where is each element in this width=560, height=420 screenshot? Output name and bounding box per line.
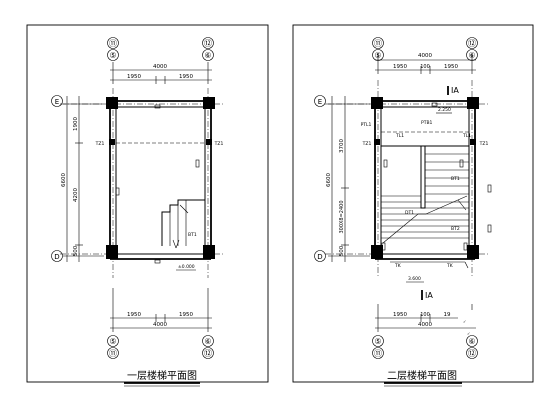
right-grid-side: E D [314, 95, 326, 262]
grid-bubble-label: ⑪ [374, 349, 382, 358]
right-top-dimension: 4000 1950 100 1950 [375, 53, 476, 74]
left-plan-title: 一层楼梯平面图 [127, 369, 197, 382]
landing-elevation: 2.250 [438, 107, 451, 113]
left-top-dimension: 4000 1950 1950 [110, 62, 212, 84]
svg-text:✓: ✓ [463, 319, 466, 324]
grid-bubble-label: ⑫ [468, 349, 476, 358]
grid-bubble-label: ⑫ [204, 39, 212, 48]
dimension-label: 1950 [127, 74, 141, 80]
dimension-label: 4000 [153, 64, 167, 70]
dimension-label: 500 [339, 245, 345, 256]
right-bottom-dimension: 1950 100 19 4000 ✓ ✓ [375, 304, 476, 336]
column-label: TZ1 [214, 141, 224, 147]
grid-bubble-label: ⑤ [374, 337, 381, 346]
grid-bubble-label: ⑥ [204, 51, 211, 60]
grid-bubble-label: D [317, 253, 322, 261]
flight-label: DT1 [405, 210, 414, 216]
grid-bubble-label: ⑤ [109, 337, 116, 346]
section-mark: IA [425, 291, 433, 300]
flight-label: BT1 [188, 232, 197, 238]
grid-bubble-label: ⑥ [204, 337, 211, 346]
dimension-label: 100 [420, 312, 430, 318]
right-plan: ⑪ ⑤ ⑫ ⑥ 4000 1950 100 1950 IA [292, 24, 534, 387]
dimension-label: 4200 [73, 188, 79, 202]
floor-elevation: 3.600 [408, 276, 421, 282]
grid-bubble-label: ⑪ [374, 39, 382, 48]
grid-bubble-label: D [54, 253, 59, 261]
dimension-label: 19 [444, 312, 451, 318]
dimension-label: 6600 [61, 173, 67, 187]
grid-bubble-label: ⑥ [468, 337, 475, 346]
left-plan: ⑪ ⑤ ⑫ ⑥ 4000 1950 1950 E D [26, 24, 269, 387]
right-stairs [381, 145, 469, 244]
dimension-label: 1950 [444, 64, 458, 70]
plate-label: PTB1 [421, 120, 433, 126]
left-columns [106, 97, 215, 259]
tk-label: TK [394, 263, 402, 269]
column-label: TZ1 [95, 141, 105, 147]
grid-bubble-label: ⑫ [468, 39, 476, 48]
left-bottom-dimension: 1950 1950 4000 [110, 288, 212, 332]
left-side-dimension: 6600 1900 4200 500 [61, 96, 104, 262]
dimension-label: 6600 [326, 173, 332, 187]
left-frame [26, 24, 269, 383]
flight-label: BT1 [451, 176, 460, 182]
column-label: TZ1 [479, 141, 489, 147]
dimension-label: 3700 [339, 139, 345, 153]
dimension-label: 4000 [418, 322, 432, 328]
grid-bubble-label: E [55, 98, 59, 106]
beam-label: TL1 [462, 133, 471, 139]
column-label: TZ1 [362, 141, 372, 147]
dimension-label: 500 [73, 245, 79, 256]
left-grid-top: ⑪ ⑤ ⑫ ⑥ [107, 37, 214, 61]
grid-bubble-label: ⑪ [109, 349, 117, 358]
beam-label: PTL1 [361, 122, 372, 128]
grid-bubble-label: E [318, 98, 322, 106]
dimension-label: 300X8=2400 [339, 200, 345, 233]
right-side-dimension: 6600 3700 300X8=2400 500 [326, 96, 370, 262]
left-grid-side: E D [51, 95, 63, 262]
left-walls [109, 100, 212, 260]
dimension-label: 4000 [418, 53, 432, 59]
left-stair-flight [161, 199, 205, 249]
dimension-label: 1900 [73, 117, 79, 131]
flight-label: BT2 [451, 226, 460, 232]
right-grid-bottom: ⑤ ⑪ ⑥ ⑫ [372, 335, 478, 359]
right-walls [374, 100, 476, 260]
elevation-label: ±0.000 [178, 264, 195, 270]
dimension-label: 1950 [127, 312, 141, 318]
dimension-label: 1950 [179, 74, 193, 80]
left-grid-bottom: ⑤ ⑪ ⑥ ⑫ [107, 335, 214, 359]
grid-bubble-label: ⑤ [109, 51, 116, 60]
section-mark: IA [451, 86, 459, 95]
right-columns [371, 97, 479, 259]
tk-label: TK [446, 263, 454, 269]
dimension-label: 100 [420, 64, 430, 70]
grid-bubble-label: ⑫ [204, 349, 212, 358]
dimension-label: 4000 [153, 322, 167, 328]
dimension-label: 1950 [393, 64, 407, 70]
grid-bubble-label: ⑪ [109, 39, 117, 48]
right-frame [292, 24, 534, 383]
svg-text:✓: ✓ [467, 331, 470, 336]
beam-label: TL1 [395, 133, 404, 139]
right-plan-title: 二层楼梯平面图 [387, 369, 457, 382]
dimension-label: 1950 [179, 312, 193, 318]
dimension-label: 1950 [393, 312, 407, 318]
